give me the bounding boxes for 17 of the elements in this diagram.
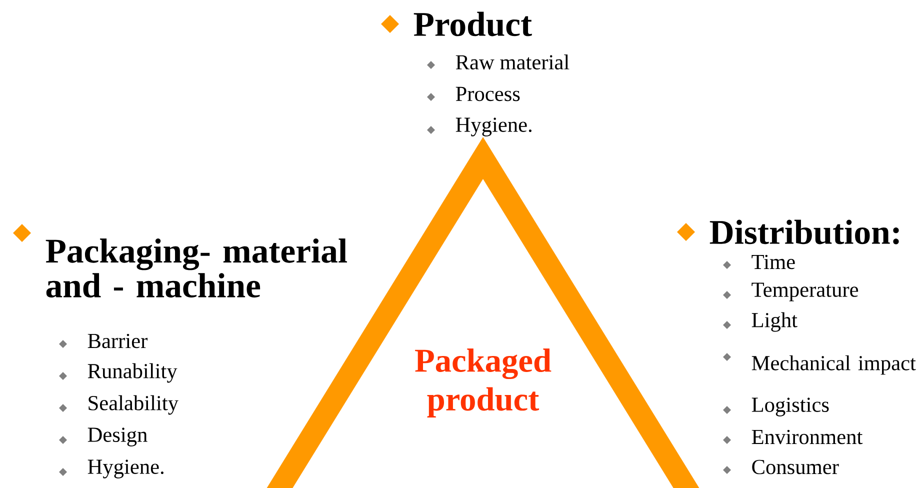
list-item: Hygiene. <box>456 118 532 136</box>
list-item: Hygiene. <box>88 460 164 478</box>
heading: Packaging- material and - machine <box>46 238 347 298</box>
list-item: Process <box>456 86 520 102</box>
heading: Product <box>414 12 532 36</box>
list-item: Runability <box>88 363 178 383</box>
list-item: Consumer <box>752 460 839 474</box>
list-item: Raw material <box>456 54 570 70</box>
list-item: Environment <box>752 430 863 444</box>
list-item: Barrier <box>88 334 148 348</box>
list-item: Time <box>752 254 795 270</box>
list-item: Light <box>752 312 798 332</box>
list-item: Temperature <box>752 282 858 302</box>
list-item: Logistics <box>752 398 829 416</box>
list-item: Design <box>88 428 148 446</box>
list-item: Mechanical impact <box>752 355 916 375</box>
list-item: Sealability <box>88 395 178 415</box>
